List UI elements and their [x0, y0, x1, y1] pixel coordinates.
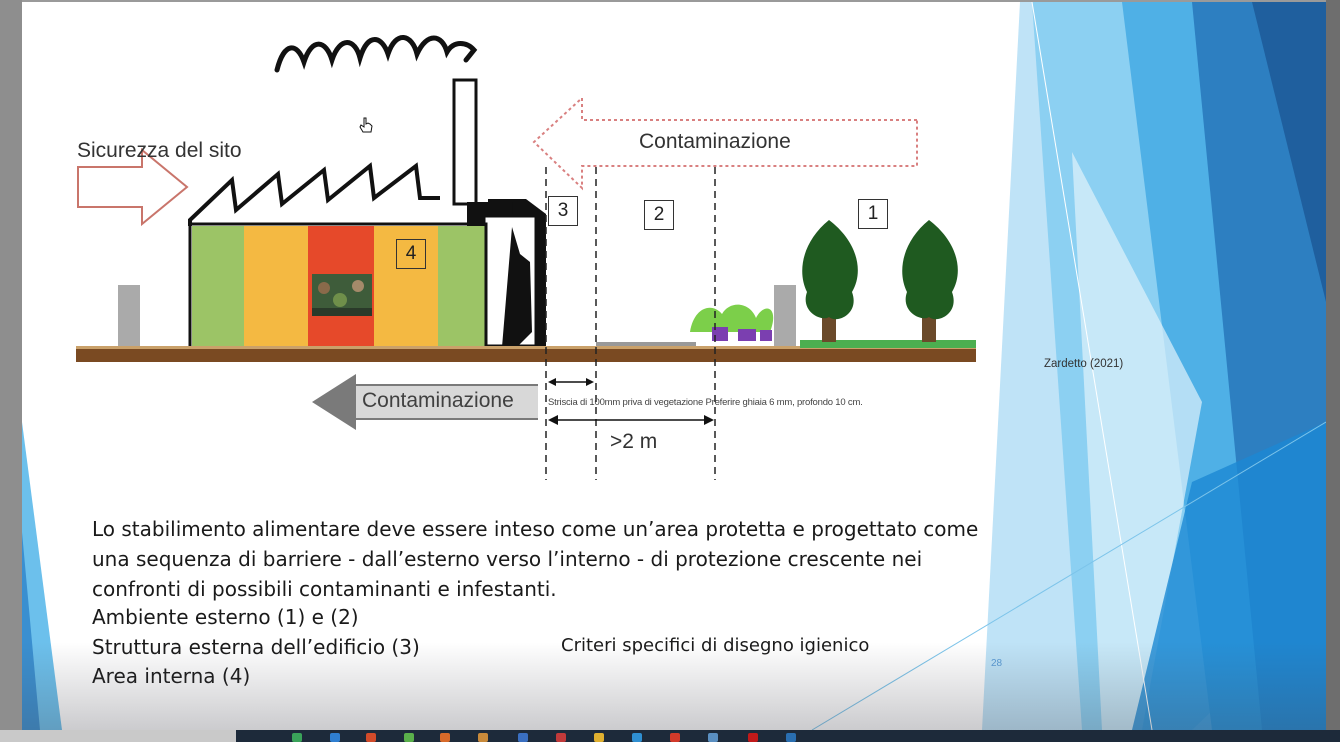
tree-2: [902, 220, 958, 342]
label-strip-note: Striscia di 100mm priva di vegetazione P…: [548, 397, 863, 408]
site-safety-arrow: [77, 147, 189, 227]
taskbar-app-icon[interactable]: [556, 733, 566, 742]
fence-post-right: [774, 285, 796, 347]
panel-orange-2: [374, 226, 438, 346]
taskbar: [0, 730, 1340, 742]
list-item: Struttura esterna dell’edificio (3): [92, 634, 420, 659]
taskbar-app-icon[interactable]: [632, 733, 642, 742]
panel-orange-1: [244, 226, 308, 346]
window-left-edge: [0, 0, 22, 742]
window-right-edge: [1326, 0, 1340, 742]
zone-number-2: 2: [644, 200, 674, 230]
taskbar-app-icon[interactable]: [670, 733, 680, 742]
taskbar-app-icon[interactable]: [292, 733, 302, 742]
hygienic-design-diagram: [76, 35, 976, 480]
page-number: 28: [991, 658, 1003, 669]
taskbar-app-icon[interactable]: [786, 733, 796, 742]
zone-number-4: 4: [396, 239, 426, 269]
taskbar-app-icon[interactable]: [366, 733, 376, 742]
label-contamination-bottom: Contaminazione: [362, 389, 514, 412]
panel-green-2: [438, 226, 486, 346]
taskbar-app-icon[interactable]: [594, 733, 604, 742]
zone-list: Ambiente esterno (1) e (2) Struttura est…: [92, 603, 420, 692]
label-contamination-top: Contaminazione: [639, 130, 791, 153]
taskbar-app-icon[interactable]: [330, 733, 340, 742]
panel-green-1: [192, 226, 244, 346]
tree-1: [802, 220, 858, 342]
taskbar-app-icon[interactable]: [748, 733, 758, 742]
zone-number-1: 1: [858, 199, 888, 229]
slide: Sicurezza del sito Contaminazione Contam…: [22, 2, 1326, 730]
slide-background-decoration: [22, 2, 1326, 730]
building-roof: [188, 162, 440, 226]
smoke: [274, 35, 478, 73]
author-credit: Zardetto (2021): [1044, 358, 1124, 370]
fence-post-left: [118, 285, 140, 347]
label-site-safety: Sicurezza del sito: [77, 139, 242, 162]
zone-number-3: 3: [548, 196, 578, 226]
chimney: [452, 78, 478, 206]
taskbar-app-icon[interactable]: [404, 733, 414, 742]
taskbar-app-icon[interactable]: [518, 733, 528, 742]
list-item: Ambiente esterno (1) e (2): [92, 605, 359, 629]
list-item: Area interna (4): [92, 664, 251, 688]
taskbar-app-icon[interactable]: [440, 733, 450, 742]
contamination-top-arrow: [532, 95, 918, 191]
paragraph-text: Lo stabilimento alimentare deve essere i…: [92, 517, 979, 601]
label-distance: >2 m: [610, 430, 658, 453]
small-plants: [690, 304, 774, 341]
taskbar-left-area: [0, 730, 236, 742]
ground: [76, 348, 976, 362]
taskbar-app-icon[interactable]: [478, 733, 488, 742]
taskbar-app-icon[interactable]: [708, 733, 718, 742]
criteria-label: Criteri specifici di disegno igienico: [561, 635, 870, 656]
slide-paragraph: Lo stabilimento alimentare deve essere i…: [92, 514, 1012, 604]
hand-cursor-icon: [359, 117, 373, 133]
